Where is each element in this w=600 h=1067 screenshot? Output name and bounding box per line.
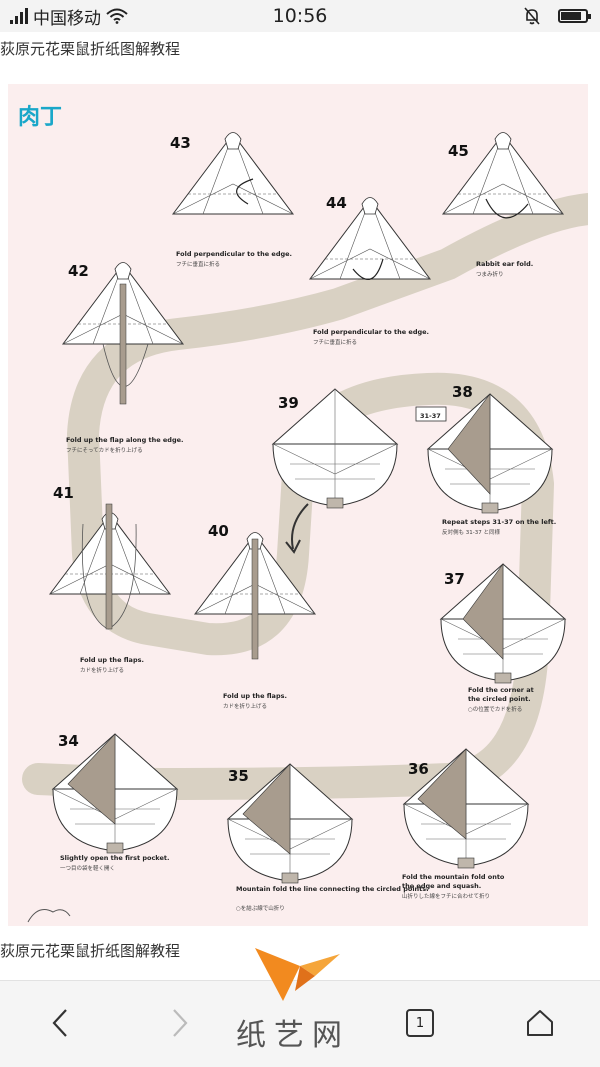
step-note-en: Fold the mountain fold onto bbox=[402, 873, 505, 881]
step-note-en: Fold up the flap along the edge. bbox=[66, 436, 183, 444]
signal-icon bbox=[10, 8, 28, 24]
step-number: 41 bbox=[53, 484, 74, 502]
step-note-cn: カドを折り上げる bbox=[223, 702, 267, 710]
bell-muted-icon bbox=[524, 7, 540, 25]
chevron-right-icon bbox=[173, 1009, 188, 1037]
step-note-cn: カドを折り上げる bbox=[80, 666, 124, 674]
step-38: 31-37 38 Repeat steps 31-37 on the left.… bbox=[415, 383, 556, 536]
diagram-logo: 肉丁 bbox=[18, 105, 62, 130]
step-44: 44 Fold perpendicular to the edge. フチに垂直… bbox=[309, 194, 431, 346]
step-number: 43 bbox=[170, 134, 191, 152]
step-43: 43 Fold perpendicular to the edge. フチに垂直… bbox=[170, 132, 294, 268]
step-note-cn: ○を結ぶ線で山折り bbox=[236, 904, 285, 912]
step-note-en-2: the circled point. bbox=[468, 695, 531, 703]
battery-icon bbox=[558, 9, 591, 23]
browser-bottom-nav: 1 bbox=[0, 980, 600, 1067]
battery-level bbox=[561, 12, 581, 20]
step-number: 45 bbox=[448, 142, 469, 160]
step-34: 34 Slightly open the first pocket. 一つ目の袋… bbox=[52, 732, 178, 872]
step-40: 40 Fold up the flaps. カドを折り上げる bbox=[194, 522, 316, 710]
step-number: 34 bbox=[58, 732, 79, 750]
status-right bbox=[524, 0, 591, 32]
step-number: 39 bbox=[278, 394, 299, 412]
step-37: 37 Fold the corner at the circled point.… bbox=[440, 563, 566, 713]
step-note-cn: フチにそってカドを折り上げる bbox=[66, 446, 143, 454]
paper-crane-logo-icon bbox=[255, 948, 340, 1001]
step-note-cn: フチに垂直に折る bbox=[176, 260, 220, 268]
step-note-en: Fold perpendicular to the edge. bbox=[176, 250, 292, 258]
step-note-cn: つまみ折り bbox=[476, 270, 504, 278]
tabs-button[interactable]: 1 bbox=[400, 1003, 440, 1043]
tab-count: 1 bbox=[406, 1009, 434, 1037]
step-note-cn: 一つ目の袋を軽く開く bbox=[60, 864, 115, 872]
step-note-en: Mountain fold the line connecting the ci… bbox=[236, 885, 429, 893]
step-note-en: Repeat steps 31-37 on the left. bbox=[442, 518, 556, 526]
step-number: 44 bbox=[326, 194, 347, 212]
chipmunk-sketch-icon bbox=[27, 909, 71, 923]
step-note-cn: 山折りした線をフチに合わせて折り bbox=[402, 892, 490, 900]
step-number: 42 bbox=[68, 262, 89, 280]
step-note-cn: 反対側も 31-37 と同様 bbox=[442, 528, 500, 536]
step-ref-label: 31-37 bbox=[420, 412, 441, 420]
step-number: 35 bbox=[228, 767, 249, 785]
image-caption-bottom: 荻原元花栗鼠折纸图解教程 bbox=[0, 942, 181, 960]
image-caption-top: 荻原元花栗鼠折纸图解教程 bbox=[0, 40, 181, 58]
step-number: 40 bbox=[208, 522, 229, 540]
chevron-left-icon bbox=[52, 1009, 67, 1037]
step-36: 36 Fold the mountain fold onto the edge … bbox=[402, 748, 529, 900]
step-note-en: Fold perpendicular to the edge. bbox=[313, 328, 429, 336]
step-note-cn: ○の位置でカドを折る bbox=[468, 705, 522, 713]
step-45: 45 Rabbit ear fold. つまみ折り bbox=[442, 132, 564, 278]
carrier-name: 中国移动 bbox=[33, 8, 101, 29]
step-number: 38 bbox=[452, 383, 473, 401]
origami-diagram-image[interactable]: 肉丁 43 Fold perpendicular to the edge. フチ… bbox=[8, 84, 588, 926]
step-number: 36 bbox=[408, 760, 429, 778]
home-button[interactable] bbox=[520, 1003, 560, 1043]
forward-button[interactable] bbox=[160, 1003, 200, 1043]
step-39: 39 bbox=[272, 388, 398, 509]
sequence-arrow-icon bbox=[291, 503, 309, 550]
step-note-cn: フチに垂直に折る bbox=[313, 338, 357, 346]
back-button[interactable] bbox=[40, 1003, 80, 1043]
origami-diagram: 肉丁 43 Fold perpendicular to the edge. フチ… bbox=[18, 105, 588, 923]
wifi-icon bbox=[106, 8, 128, 24]
status-time: 10:56 bbox=[272, 5, 328, 27]
step-42: 42 Fold up the flap along the edge. フチにそ… bbox=[62, 262, 184, 454]
step-ref-box bbox=[415, 406, 447, 422]
step-41: 41 Fold up the flaps. カドを折り上げる bbox=[49, 484, 171, 674]
status-left: 中国移动 bbox=[10, 0, 128, 32]
home-icon bbox=[527, 1010, 553, 1036]
step-note-en: Fold up the flaps. bbox=[80, 656, 144, 664]
status-bar: 中国移动 10:56 bbox=[0, 0, 600, 32]
step-note-en: Slightly open the first pocket. bbox=[60, 854, 169, 862]
step-35: 35 Mountain fold the line connecting the… bbox=[227, 763, 429, 912]
step-note-en: Rabbit ear fold. bbox=[476, 260, 533, 268]
brand-watermark: 纸艺网 bbox=[236, 1018, 350, 1053]
step-note-en: Fold up the flaps. bbox=[223, 692, 287, 700]
step-note-en: Fold the corner at bbox=[468, 686, 534, 694]
step-note-en-2: the edge and squash. bbox=[402, 882, 481, 890]
step-number: 37 bbox=[444, 570, 465, 588]
